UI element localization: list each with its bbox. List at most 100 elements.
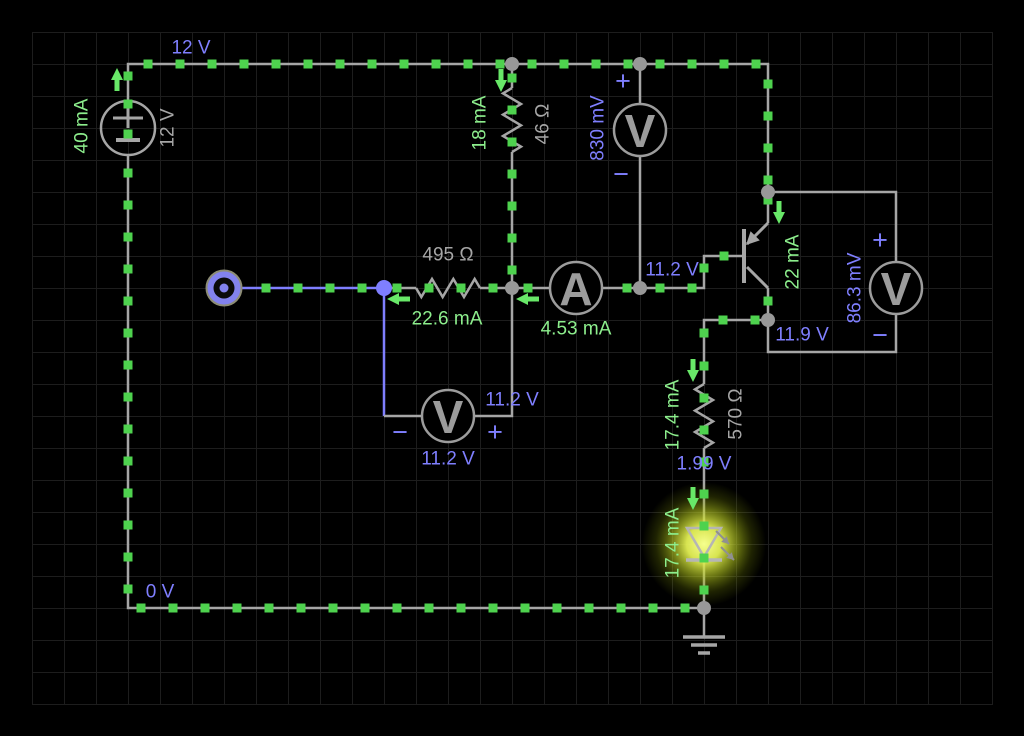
- arrow-r495-left: [387, 293, 410, 305]
- current-dot: [136, 603, 146, 613]
- current-dot: [335, 59, 345, 69]
- current-dot: [507, 105, 517, 115]
- current-dot: [303, 59, 313, 69]
- current-dot: [591, 59, 601, 69]
- wire-voltmeter-86-minus-lead[interactable]: [766, 314, 898, 354]
- current-dot: [552, 603, 562, 613]
- arrow-r570-down: [687, 359, 699, 382]
- label-minus-86: −: [872, 320, 888, 350]
- junction-node: [633, 281, 647, 295]
- current-dot: [123, 392, 133, 402]
- current-dot: [507, 201, 517, 211]
- current-dot: [239, 59, 249, 69]
- current-dot: [123, 424, 133, 434]
- arrow-r46-down-head: [495, 80, 507, 92]
- current-dot: [507, 137, 517, 147]
- current-dot: [296, 603, 306, 613]
- current-dot: [699, 489, 709, 499]
- label-source-current: 40 mA: [72, 98, 93, 153]
- probe-terminal[interactable]: [205, 269, 243, 307]
- current-dot: [175, 59, 185, 69]
- voltmeter-86mv[interactable]: V: [868, 260, 924, 316]
- voltmeter-830mv-letter: V: [625, 105, 656, 157]
- current-dot: [463, 59, 473, 69]
- current-dot: [123, 129, 133, 139]
- resistor-46-ohm[interactable]: [500, 86, 524, 154]
- current-dot: [655, 59, 665, 69]
- current-dot: [488, 603, 498, 613]
- current-dot: [699, 393, 709, 403]
- current-dot: [699, 263, 709, 273]
- junction-node: [505, 281, 519, 295]
- dc-source[interactable]: [99, 99, 157, 157]
- label-ammeter-current: 4.53 mA: [541, 319, 612, 340]
- current-dot: [559, 59, 569, 69]
- junction-node: [505, 57, 519, 71]
- label-r570-value: 570 Ω: [726, 388, 747, 439]
- current-dot: [507, 265, 517, 275]
- current-dot: [123, 71, 133, 81]
- current-dot: [699, 361, 709, 371]
- wire-voltmeter-mid-right-lead[interactable]: [474, 288, 514, 418]
- current-dot: [751, 59, 761, 69]
- label-r495-value: 495 Ω: [422, 245, 473, 266]
- ammeter[interactable]: A: [548, 260, 604, 316]
- current-dot: [123, 456, 133, 466]
- current-dot: [699, 553, 709, 563]
- wire-voltmeter-86-plus-lead[interactable]: [768, 190, 898, 262]
- current-dot: [168, 603, 178, 613]
- label-minus-mid: −: [392, 417, 408, 447]
- current-dot: [392, 603, 402, 613]
- led-light-arrowhead-0: [721, 536, 729, 544]
- emitter-arrow: [746, 231, 760, 245]
- resistor-570-ohm[interactable]: [692, 382, 716, 450]
- current-dots: [123, 59, 773, 613]
- led-glow: [642, 482, 766, 606]
- current-dot: [424, 283, 434, 293]
- junction-node: [761, 313, 775, 327]
- wire-top-rail[interactable]: [126, 62, 770, 192]
- junction-node: [376, 280, 392, 296]
- current-dot: [123, 168, 133, 178]
- current-dot: [264, 603, 274, 613]
- current-dot: [123, 552, 133, 562]
- current-dot: [616, 603, 626, 613]
- current-dot: [357, 283, 367, 293]
- resistor-495-ohm[interactable]: [414, 276, 482, 300]
- current-dot: [763, 111, 773, 121]
- current-dot: [123, 360, 133, 370]
- arrow-ammeter-left-head: [516, 293, 528, 305]
- wire-left-and-bottom-rail[interactable]: [126, 155, 704, 610]
- current-dot: [392, 283, 402, 293]
- label-plus-86: +: [872, 225, 888, 255]
- arrow-led-down-head: [687, 498, 699, 510]
- current-dot: [520, 603, 530, 613]
- label-emitter-current: 22 mA: [783, 234, 804, 289]
- voltmeter-mid[interactable]: V: [420, 388, 476, 444]
- ground[interactable]: [683, 635, 725, 655]
- current-dot: [123, 488, 133, 498]
- current-dot: [456, 603, 466, 613]
- voltmeter-mid-circle: [420, 388, 476, 444]
- current-dot: [680, 603, 690, 613]
- current-dot: [507, 169, 517, 179]
- label-source-voltage: 12 V: [158, 108, 179, 147]
- current-dot: [123, 264, 133, 274]
- label-voltmeter-830mv-value: 830 mV: [588, 95, 609, 161]
- current-dot: [687, 59, 697, 69]
- current-dot: [622, 283, 632, 293]
- wire-emitter-to-r570[interactable]: [702, 318, 768, 384]
- current-dot: [763, 79, 773, 89]
- current-dot: [328, 603, 338, 613]
- current-dot: [584, 603, 594, 613]
- voltmeter-830mv[interactable]: V: [612, 102, 668, 158]
- current-dot: [431, 59, 441, 69]
- voltmeter-86mv-circle: [868, 260, 924, 316]
- label-r46-value: 46 Ω: [533, 104, 554, 145]
- current-dot: [699, 425, 709, 435]
- current-dot: [271, 59, 281, 69]
- arrow-ammeter-left: [516, 293, 539, 305]
- ammeter-circle: [548, 260, 604, 316]
